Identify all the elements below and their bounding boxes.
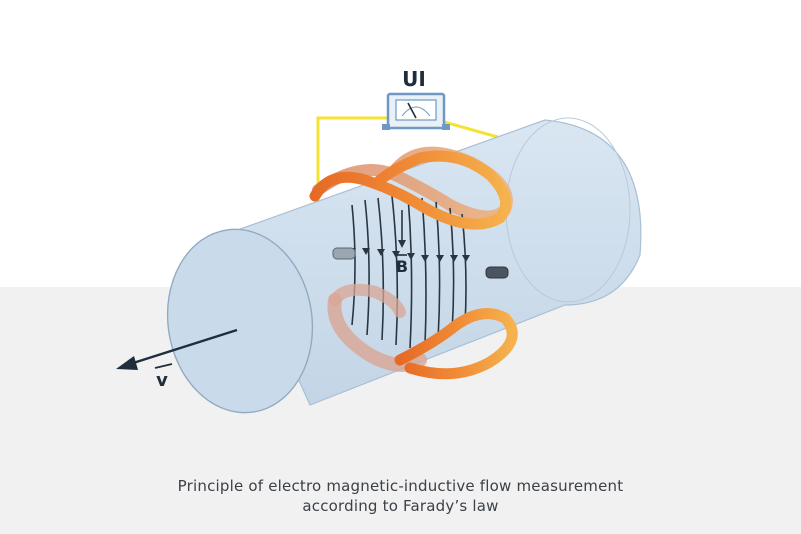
- velocity-label-vector-bar: [154, 363, 173, 369]
- lower-coil-back-top: [329, 283, 406, 318]
- field-label: B: [396, 257, 408, 276]
- electrode-left: [332, 247, 356, 260]
- voltmeter-icon: [382, 92, 450, 130]
- field-vector-arrow: [398, 210, 406, 248]
- caption-line-2: according to Farady’s law: [302, 497, 499, 515]
- velocity-label: v: [156, 370, 168, 391]
- velocity-arrow: [116, 328, 238, 370]
- diagram-caption: Principle of electro magnetic-inductive …: [0, 476, 801, 516]
- pipe-body: [231, 119, 642, 406]
- pipe-front-face: [166, 228, 314, 414]
- lower-coil-front: [394, 308, 518, 380]
- caption-line-1: Principle of electro magnetic-inductive …: [177, 477, 624, 495]
- upper-coil-front: [309, 150, 512, 230]
- meter-label: UI: [402, 67, 426, 91]
- electrode-right: [485, 266, 509, 279]
